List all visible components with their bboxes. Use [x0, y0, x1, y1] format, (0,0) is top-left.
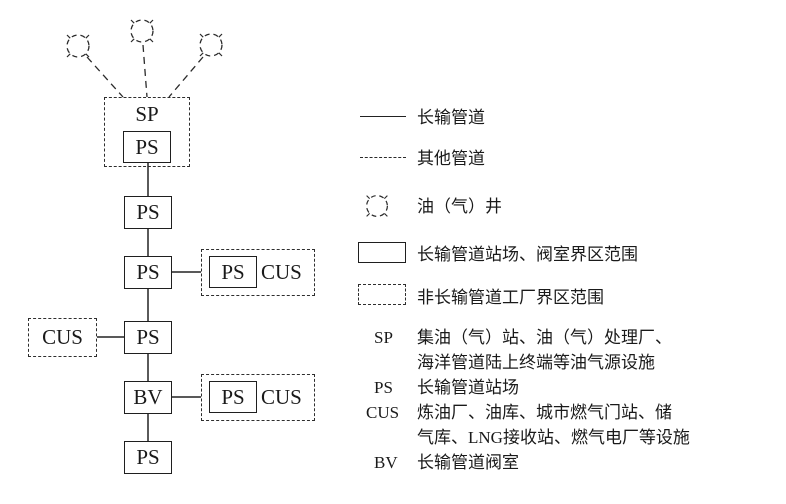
ps-cus-boundary-box: PS CUS	[201, 249, 315, 296]
oil-gas-well-icon	[130, 19, 154, 43]
solid-rect-icon	[358, 242, 406, 263]
ps-label: PS	[221, 384, 245, 409]
legend-label-other-pipeline: 其他管道	[417, 149, 485, 168]
cus-label: CUS	[42, 325, 83, 349]
dashed-line-icon	[360, 157, 406, 158]
ps-label: PS	[136, 325, 160, 349]
bv-valve-box: BV	[124, 381, 172, 414]
cus-boundary-box: CUS	[28, 318, 97, 357]
solid-line-icon	[360, 116, 406, 117]
ps-label: PS	[135, 134, 159, 159]
ps-station-box: PS	[124, 321, 172, 354]
ps-label: PS	[136, 445, 160, 469]
ps-label: PS	[136, 200, 160, 224]
ps-station-box: PS	[124, 441, 172, 474]
abbr-sp: SP	[374, 328, 393, 347]
sp-label: SP	[135, 102, 159, 126]
bv-label: BV	[133, 385, 163, 409]
ps-station-box: PS	[209, 381, 257, 413]
ps-label: PS	[221, 259, 245, 284]
ps-station-box: PS	[124, 256, 172, 289]
oil-gas-well-icon	[365, 194, 389, 218]
ps-station-box: PS	[124, 196, 172, 229]
legend-label-plant-boundary: 非长输管道工厂界区范围	[417, 288, 604, 307]
abbr-sp-definition: 集油（气）站、油（气）处理厂、 海洋管道陆上终端等油气源设施	[417, 328, 672, 372]
legend-label-station-boundary: 长输管道站场、阀室界区范围	[417, 245, 638, 264]
cus-label: CUS	[261, 260, 302, 284]
ps-label: PS	[136, 260, 160, 284]
abbr-ps: PS	[374, 378, 393, 397]
oil-gas-well-icon	[66, 34, 90, 58]
oil-gas-well-icon	[199, 33, 223, 57]
ps-cus-boundary-box: PS CUS	[201, 374, 315, 421]
legend-label-pipeline: 长输管道	[417, 108, 485, 127]
ps-station-box: PS	[209, 256, 257, 288]
abbr-bv: BV	[374, 453, 398, 472]
abbr-bv-definition: 长输管道阀室	[417, 453, 519, 472]
abbr-ps-definition: 长输管道站场	[417, 378, 519, 397]
ps-station-box: PS	[123, 131, 171, 163]
abbr-cus-definition: 炼油厂、油库、城市燃气门站、储 气库、LNG接收站、燃气电厂等设施	[417, 403, 690, 447]
sp-boundary-box: SP PS	[104, 97, 190, 167]
dashed-rect-icon	[358, 284, 406, 305]
legend-label-well: 油（气）井	[417, 197, 502, 216]
cus-label: CUS	[261, 385, 302, 409]
abbr-cus: CUS	[366, 403, 400, 422]
